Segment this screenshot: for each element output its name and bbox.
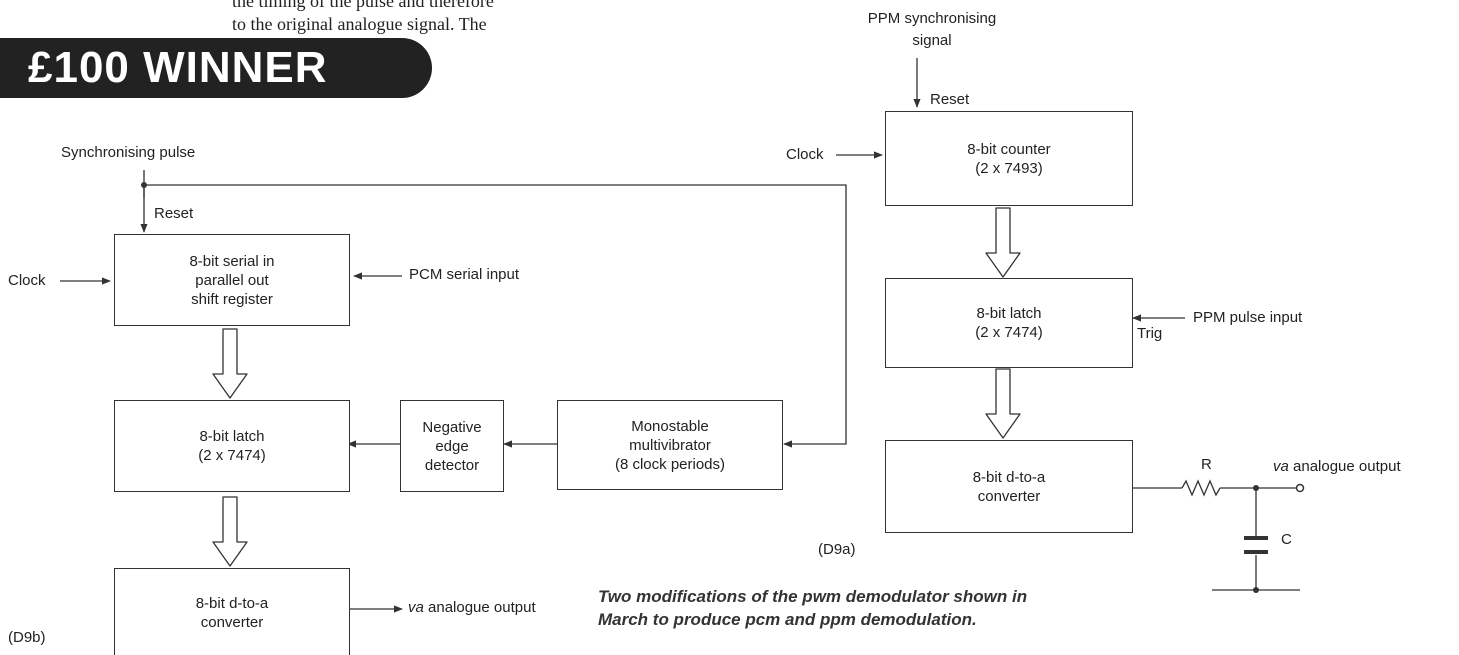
bus-arrow-latch-to-dac <box>212 496 248 567</box>
counter-line-2: (2 x 7493) <box>975 159 1043 177</box>
shift-register-line-1: 8-bit serial in <box>189 252 275 270</box>
d9b-dac-line-2: converter <box>200 614 264 631</box>
d9a-dac-block: 8-bit d-to-a converter <box>885 440 1133 533</box>
d9a-reset-label: Reset <box>930 91 970 108</box>
bus-arrow-shift-to-latch <box>212 328 248 399</box>
d9b-sync-label: Synchronising pulse <box>61 144 196 161</box>
monostable-line-1: Monostable <box>631 417 709 435</box>
d9a-clock-label: Clock <box>786 146 824 163</box>
d9a-output-label: va analogue output <box>1273 458 1401 475</box>
d9a-sync-line-1: PPM synchronising <box>867 10 997 27</box>
monostable-line-2: multivibrator <box>629 436 711 454</box>
bus-arrow-latch-to-dac-a <box>985 368 1021 439</box>
d9b-output-label: va analogue output <box>408 599 536 616</box>
d9a-output-text: analogue output <box>1288 458 1401 475</box>
rc-junction-dot <box>1253 485 1259 491</box>
d9b-latch-line-1: 8-bit latch <box>199 428 265 445</box>
d9b-feedback-line <box>144 184 847 448</box>
trig-label: Trig <box>1137 325 1163 342</box>
caption-line-1: Two modifications of the pwm demodulator… <box>598 587 1028 606</box>
resistor-r <box>1181 479 1221 497</box>
figure-caption: Two modifications of the pwm demodulator… <box>598 585 1027 631</box>
d9a-latch-line-1: 8-bit latch <box>976 305 1042 322</box>
d9b-junction-dot <box>141 182 147 188</box>
d9b-tag: (D9b) <box>8 629 46 646</box>
d9a-output-va: va <box>1273 458 1289 475</box>
edge-detector-line-1: Negative <box>422 418 482 436</box>
caption-line-2: March to produce pcm and ppm demodulatio… <box>598 610 977 629</box>
counter-block: 8-bit counter (2 x 7493) <box>885 111 1133 206</box>
d9a-sync-line-2: signal <box>912 32 952 49</box>
d9b-dac-block: 8-bit d-to-a converter <box>114 568 350 655</box>
d9b-latch-block: 8-bit latch (2 x 7474) <box>114 400 350 492</box>
shift-register-line-3: shift register <box>191 290 273 308</box>
shift-register-block: 8-bit serial in parallel out shift regis… <box>114 234 350 326</box>
d9a-dac-line-1: 8-bit d-to-a <box>972 468 1046 486</box>
d9a-dac-line-2: converter <box>977 487 1041 505</box>
edge-detector-line-3: detector <box>424 456 480 474</box>
d9a-latch-line-2: (2 x 7474) <box>975 324 1043 341</box>
counter-line-1: 8-bit counter <box>967 140 1051 158</box>
shift-register-line-2: parallel out <box>195 271 269 289</box>
resistor-label: R <box>1201 456 1212 473</box>
output-terminal <box>1295 483 1305 493</box>
capacitor-label: C <box>1281 531 1292 548</box>
pcm-input-label: PCM serial input <box>409 266 520 283</box>
winner-banner: £100 WINNER <box>0 38 432 98</box>
monostable-block: Monostable multivibrator (8 clock period… <box>557 400 783 490</box>
bus-arrow-counter-to-latch <box>985 207 1021 278</box>
edge-detector-line-2: edge <box>435 437 469 455</box>
d9a-latch-block: 8-bit latch (2 x 7474) <box>885 278 1133 368</box>
d9b-dac-line-1: 8-bit d-to-a <box>195 595 269 612</box>
d9a-tag: (D9a) <box>818 541 856 558</box>
d9b-latch-line-2: (2 x 7474) <box>198 447 266 464</box>
monostable-line-3: (8 clock periods) <box>614 455 726 473</box>
ground-junction-dot <box>1253 587 1259 593</box>
intro-line-1: the timing of the pulse and therefore <box>232 0 494 11</box>
capacitor-c <box>1244 536 1268 554</box>
ppm-input-label: PPM pulse input <box>1193 309 1303 326</box>
d9b-output-va: va <box>408 599 424 616</box>
edge-detector-block: Negative edge detector <box>400 400 504 492</box>
d9b-clock-label: Clock <box>8 272 46 289</box>
intro-line-2: to the original analogue signal. The <box>232 14 487 34</box>
d9a-sync-label: PPM synchronising signal <box>842 8 1022 52</box>
d9b-output-text: analogue output <box>423 599 536 616</box>
d9b-reset-label: Reset <box>154 205 194 222</box>
